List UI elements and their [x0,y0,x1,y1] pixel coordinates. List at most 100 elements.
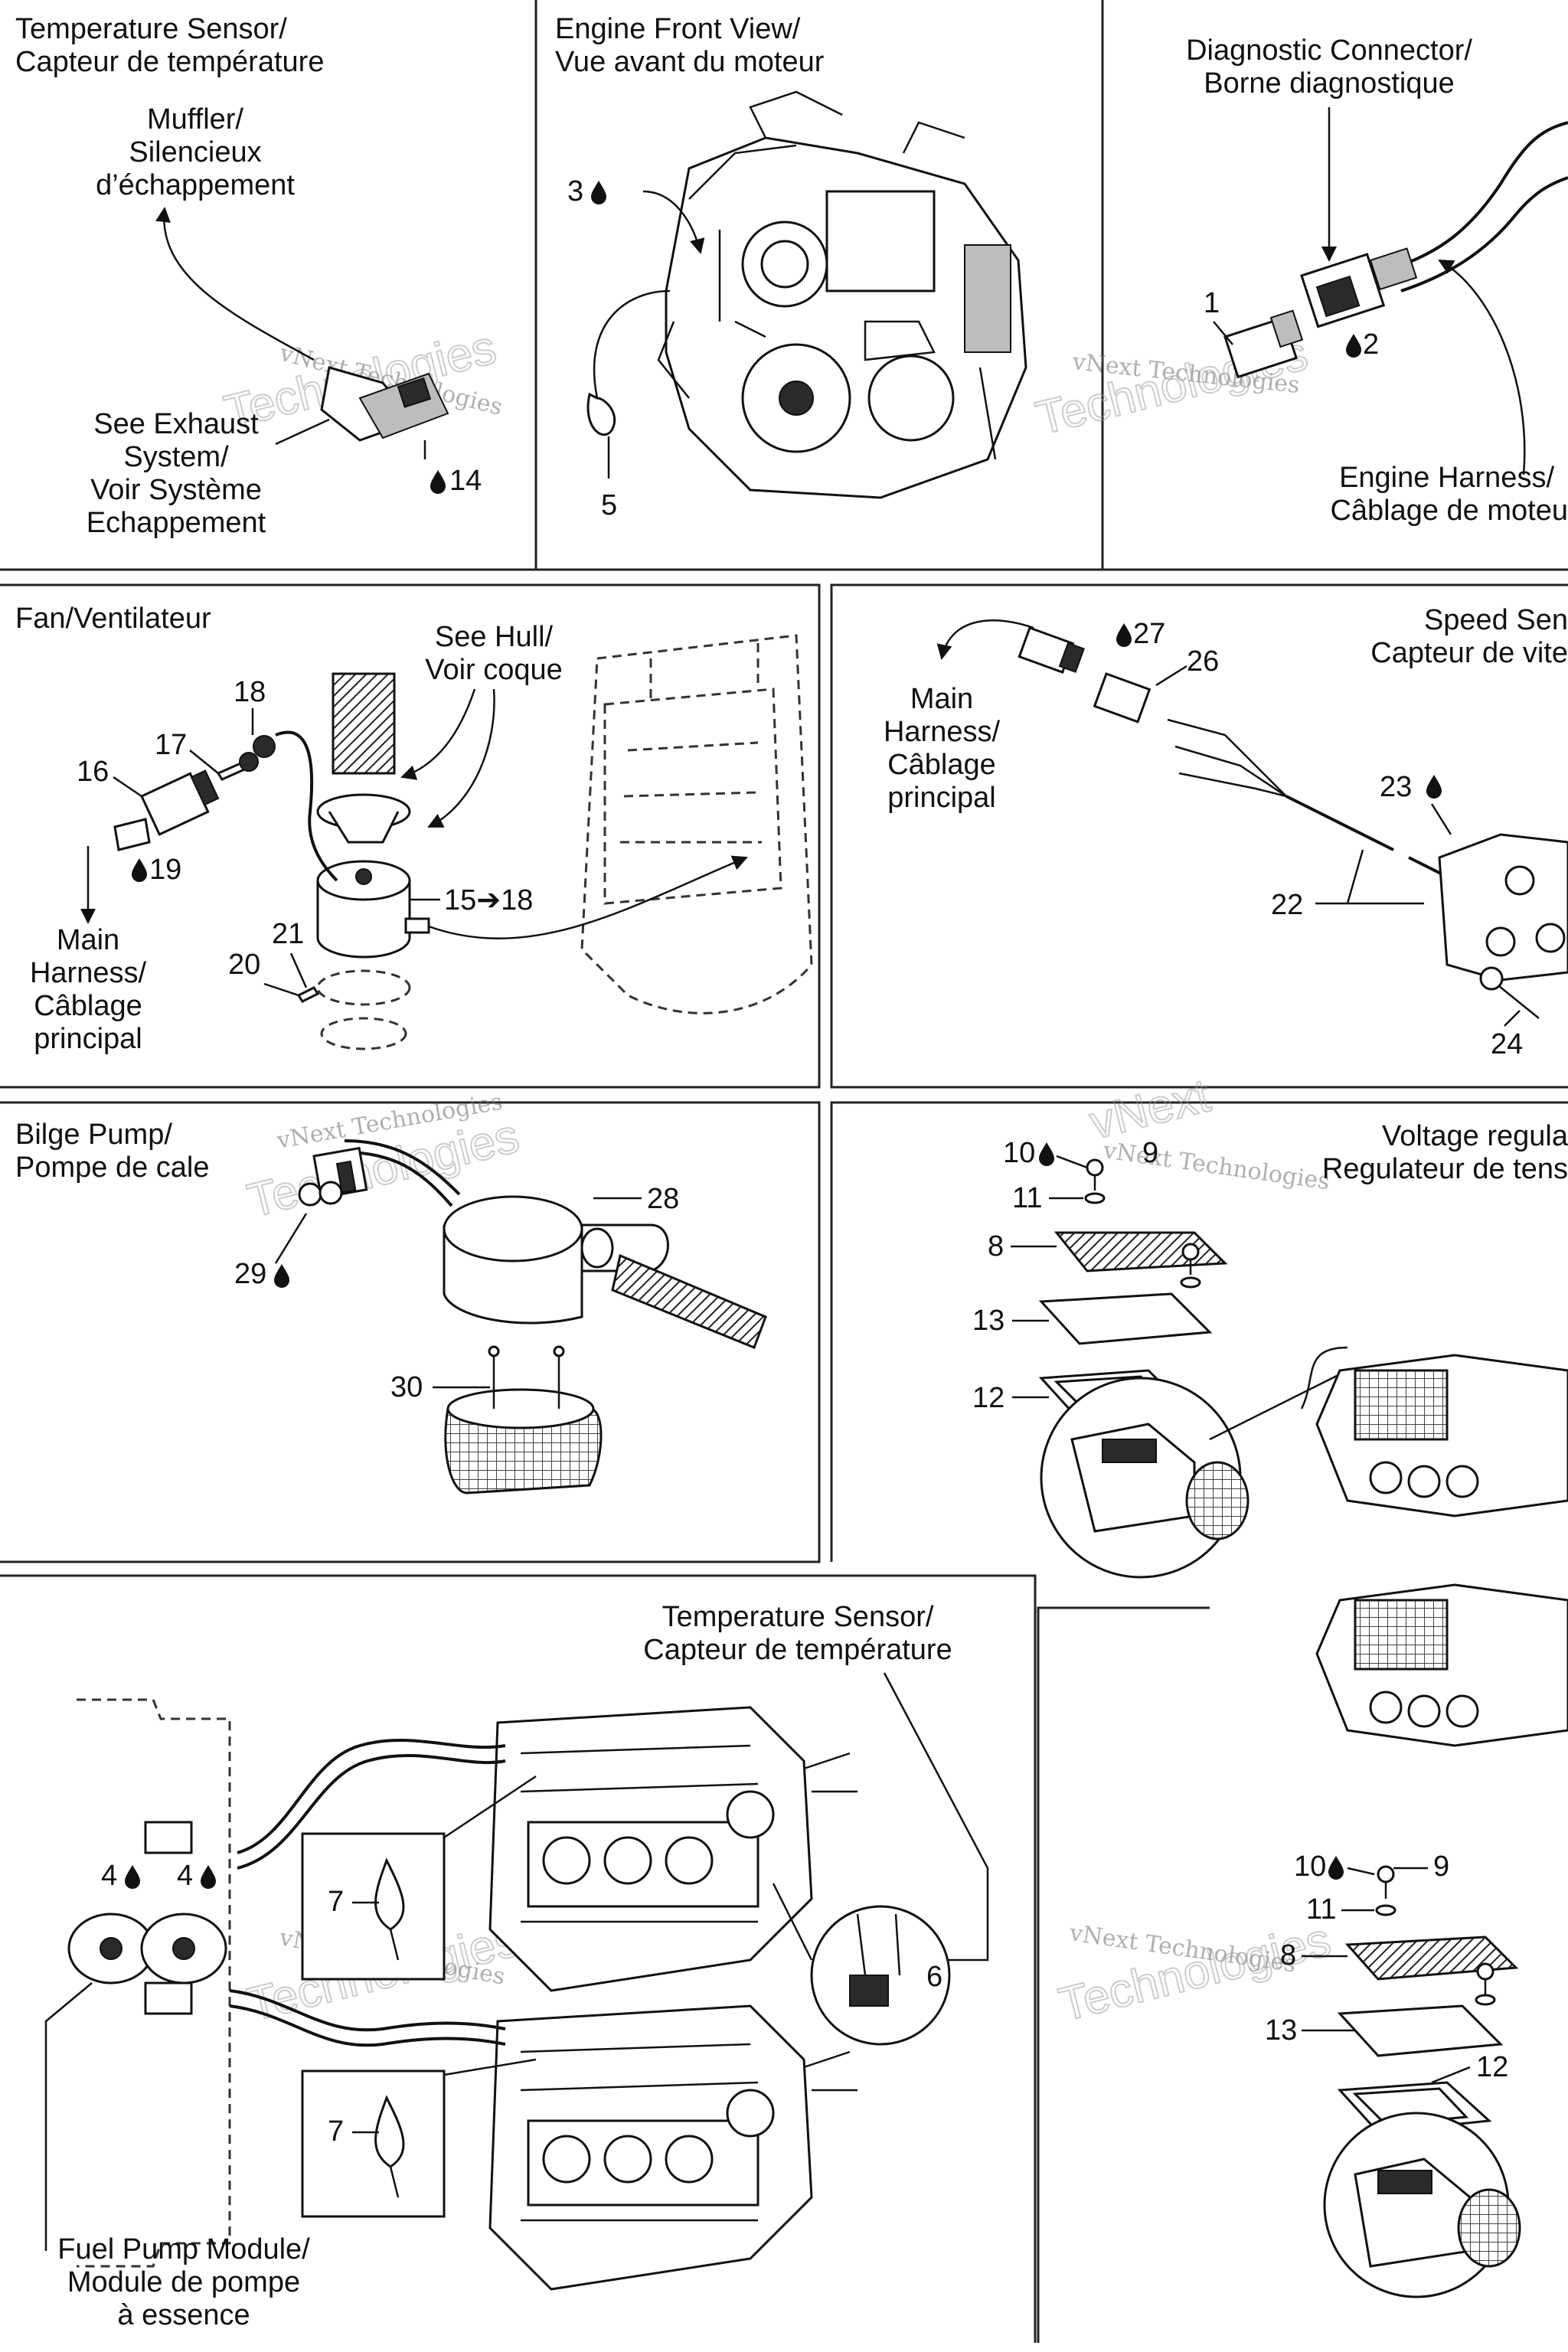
main-harness-label-4: principal [34,1023,142,1055]
screw-24 [1479,966,1540,1019]
panel-voltage-regulator: Voltage regula Regulateur de tens 10 9 1… [972,1120,1568,1579]
speed-sensor-body [1438,833,1568,982]
regulator-detail-circle-top [1040,1369,1348,1579]
part-number-13-bottom: 13 [1265,2014,1297,2047]
panel-title-line2: Borne diagnostique [1204,67,1454,100]
bilge-pump-strainer [444,1388,603,1494]
part-number-8-bottom: 8 [1280,1939,1296,1971]
bilge-screws-30 [488,1345,565,1409]
part-number-19: 19 [149,854,181,886]
svg-text:vNext Technologies: vNext Technologies [1101,1137,1331,1195]
engine-front-illustration [657,90,1027,499]
engine-upper [488,1706,858,1992]
cable-tie-5 [586,289,671,479]
main-harness-label-2: Harness/ [884,716,1000,748]
part-number-15-18: 15➔18 [444,884,533,916]
panel-engine-front-view: Engine Front View/ Vue avant du moteur 3… [555,13,1027,521]
detail-box-7-upper [301,1832,446,1981]
fan-assembly [316,860,430,959]
part-number-9-bottom: 9 [1433,1851,1449,1883]
temp-sensor-detail-circle [772,1883,951,2046]
part-number-29: 29 [234,1258,266,1290]
temperature-sensor-part [320,366,449,442]
part-number-22: 22 [1271,889,1303,921]
panel-title-line1: Bilge Pump/ [15,1119,172,1151]
main-harness-label-1: Main [910,683,973,715]
panel-title-line2: Vue avant du moteur [555,46,825,78]
main-harness-label-4: principal [887,782,996,814]
engine-lower [488,2004,858,2291]
panel-diagnostic-connector: Diagnostic Connector/ Borne diagnostique… [1186,34,1568,527]
part-number-17: 17 [155,729,187,761]
panel-title-line2: Capteur de température [15,46,324,78]
bilge-pump-connector [298,1146,368,1207]
muffler-label-3: d’échappement [96,169,295,201]
part-number-4-left: 4 [101,1860,117,1892]
muffler-label-1: Muffler/ [147,103,243,136]
part-number-28: 28 [647,1183,679,1215]
see-hull-label-1: See Hull/ [435,621,554,653]
panel-title-line2: Regulateur de tens [1322,1153,1568,1185]
engine-harness-label-2: Câblage de moteu [1330,495,1568,527]
part-number-11-bottom: 11 [1306,1893,1336,1926]
engine-top-illustration-a [1300,1346,1568,1517]
see-hull-label-2: Voir coque [425,654,563,686]
temp-sensor-title-line1: Temperature Sensor/ [662,1601,934,1633]
part-number-27: 27 [1133,618,1165,650]
regulator-top [1038,1158,1228,1422]
main-harness-label-2: Harness/ [30,957,146,989]
panel-title-line1: Engine Front View/ [555,13,801,45]
part-number-26: 26 [1187,645,1219,678]
panel-speed-sensor: Speed Sen Capteur de vite Main Harness/ … [884,604,1568,1060]
part-number-7-upper: 7 [328,1886,344,1918]
panel-title-line2: Capteur de vite [1370,637,1568,669]
diagnostic-connector-female [1300,247,1418,328]
panel-title-line1: Speed Sen [1424,604,1568,636]
main-harness-label-1: Main [57,924,119,956]
exhaust-label-4: Echappement [87,507,266,539]
main-harness-label-3: Câblage [887,749,996,781]
main-harness-label-3: Câblage [34,990,142,1022]
part-number-11-top: 11 [1012,1182,1042,1214]
part-number-23: 23 [1380,771,1412,803]
exhaust-label-3: Voir Système [90,474,262,506]
panel-title-line1: Diagnostic Connector/ [1186,34,1472,67]
part-number-10-bottom: 10 [1294,1851,1326,1883]
panel-title-line1: Voltage regula [1382,1120,1568,1152]
part-number-12-top: 12 [972,1382,1004,1414]
muffler-label-2: Silencieux [129,136,261,168]
hull-outline [580,634,813,1014]
part-number-7-lower: 7 [328,2115,344,2148]
diagnostic-connector-male [1223,309,1304,379]
part-number-2: 2 [1363,328,1379,361]
part-number-1: 1 [1204,287,1220,319]
exhaust-label-1: See Exhaust [93,408,259,440]
part-number-4-right: 4 [177,1860,193,1892]
part-number-14: 14 [449,465,482,497]
regulator-bottom [1337,1865,1519,2134]
fan-connector [113,769,220,851]
part-number-18: 18 [234,676,266,708]
regulator-detail-circle-bottom [1323,2112,1521,2298]
part-number-13-top: 13 [972,1305,1004,1337]
part-number-5: 5 [601,489,617,521]
panel-title-line1: Temperature Sensor/ [15,13,287,45]
part-number-9-top: 9 [1142,1137,1158,1169]
panel-temperature-sensor-top: Temperature Sensor/ Capteur de températu… [15,13,482,539]
fuel-pump-label-2: Module de pompe [67,2266,300,2298]
part-number-21: 21 [272,918,304,950]
exhaust-label-2: System/ [123,441,229,473]
part-number-12-bottom: 12 [1476,2051,1508,2083]
panel-engines-fuel-pump: Temperature Sensor/ Capteur de températu… [44,1601,989,2331]
part-number-30: 30 [390,1371,423,1403]
fan-duct [316,672,411,844]
part-number-10-top: 10 [1003,1137,1035,1169]
fuel-pump-label-1: Fuel Pump Module/ [57,2233,310,2265]
bilge-pump-body [443,1195,767,1349]
panel-bilge-pump: Bilge Pump/ Pompe de cale 29 28 [15,1119,767,1494]
part-number-20: 20 [228,949,260,981]
panel-title: Fan/Ventilateur [15,603,211,635]
part-number-24: 24 [1491,1028,1523,1060]
